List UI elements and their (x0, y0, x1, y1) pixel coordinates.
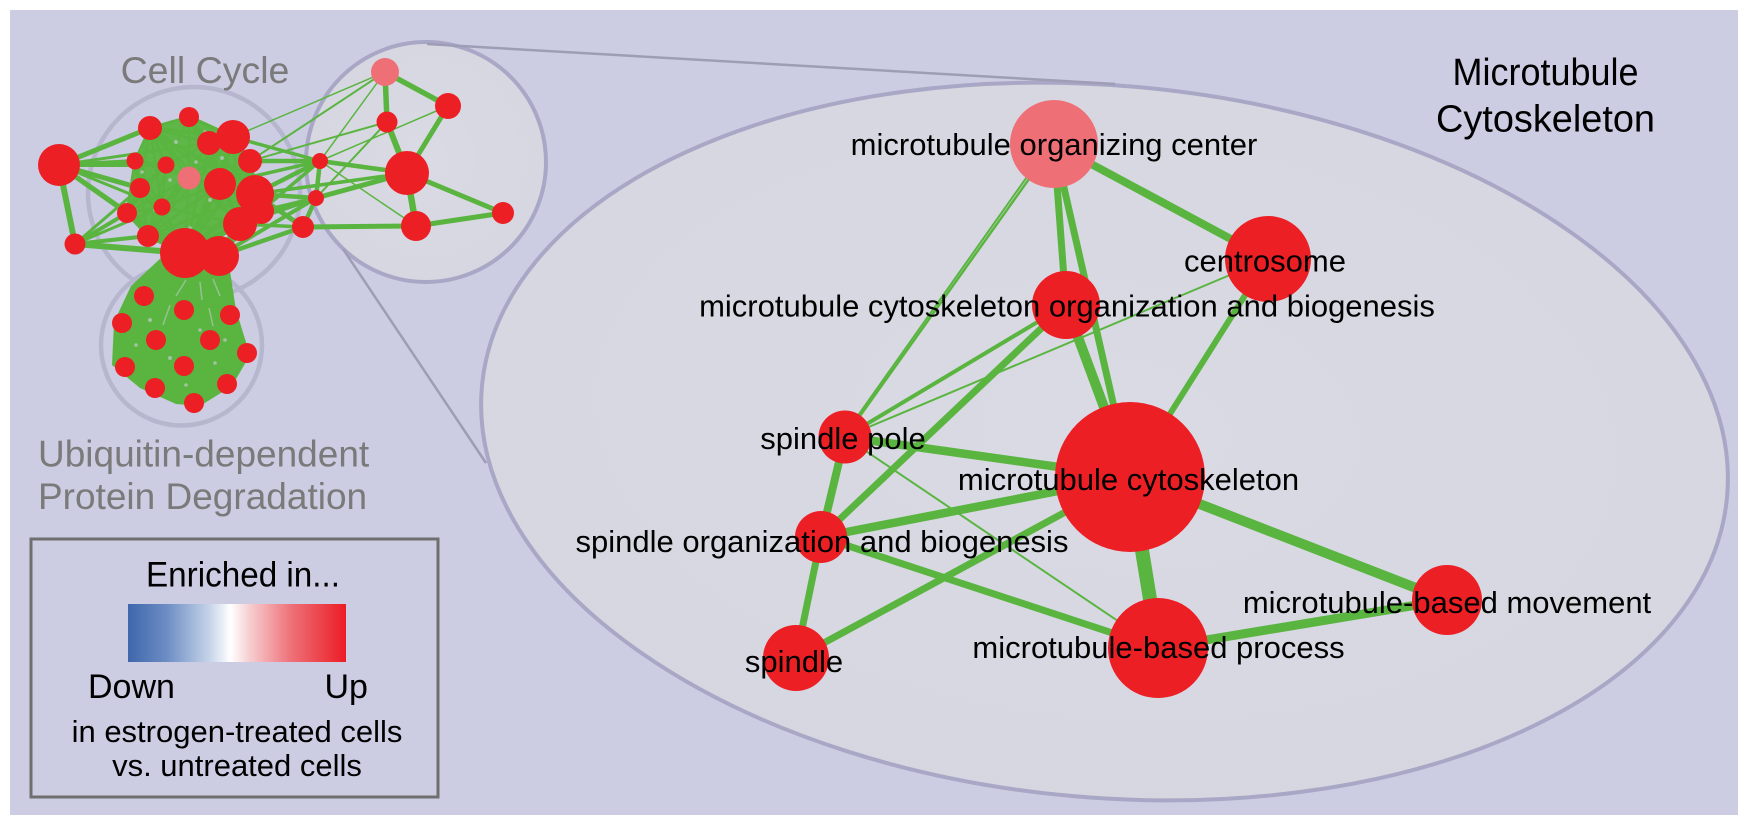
svg-text:microtubule cytoskeleton organ: microtubule cytoskeleton organization an… (699, 289, 1435, 324)
svg-text:Ubiquitin-dependent: Ubiquitin-dependent (38, 434, 370, 475)
svg-text:Cytoskeleton: Cytoskeleton (1436, 99, 1655, 141)
svg-text:Cell Cycle: Cell Cycle (121, 49, 290, 91)
svg-text:Microtubule: Microtubule (1453, 52, 1639, 94)
svg-text:spindle organization and bioge: spindle organization and biogenesis (576, 524, 1069, 559)
svg-text:microtubule organizing center: microtubule organizing center (851, 127, 1258, 162)
svg-text:Up: Up (325, 668, 368, 706)
svg-text:Enriched in...: Enriched in... (146, 556, 340, 595)
svg-text:microtubule-based movement: microtubule-based movement (1243, 585, 1652, 620)
svg-text:vs. untreated cells: vs. untreated cells (112, 748, 362, 783)
svg-text:in estrogen-treated cells: in estrogen-treated cells (72, 714, 403, 749)
svg-text:spindle: spindle (745, 644, 843, 679)
svg-text:Protein Degradation: Protein Degradation (38, 476, 367, 517)
svg-text:spindle pole: spindle pole (760, 421, 925, 456)
svg-text:microtubule cytoskeleton: microtubule cytoskeleton (958, 462, 1299, 497)
svg-text:microtubule-based process: microtubule-based process (972, 630, 1344, 665)
svg-text:Down: Down (88, 668, 175, 706)
svg-text:centrosome: centrosome (1184, 244, 1346, 279)
